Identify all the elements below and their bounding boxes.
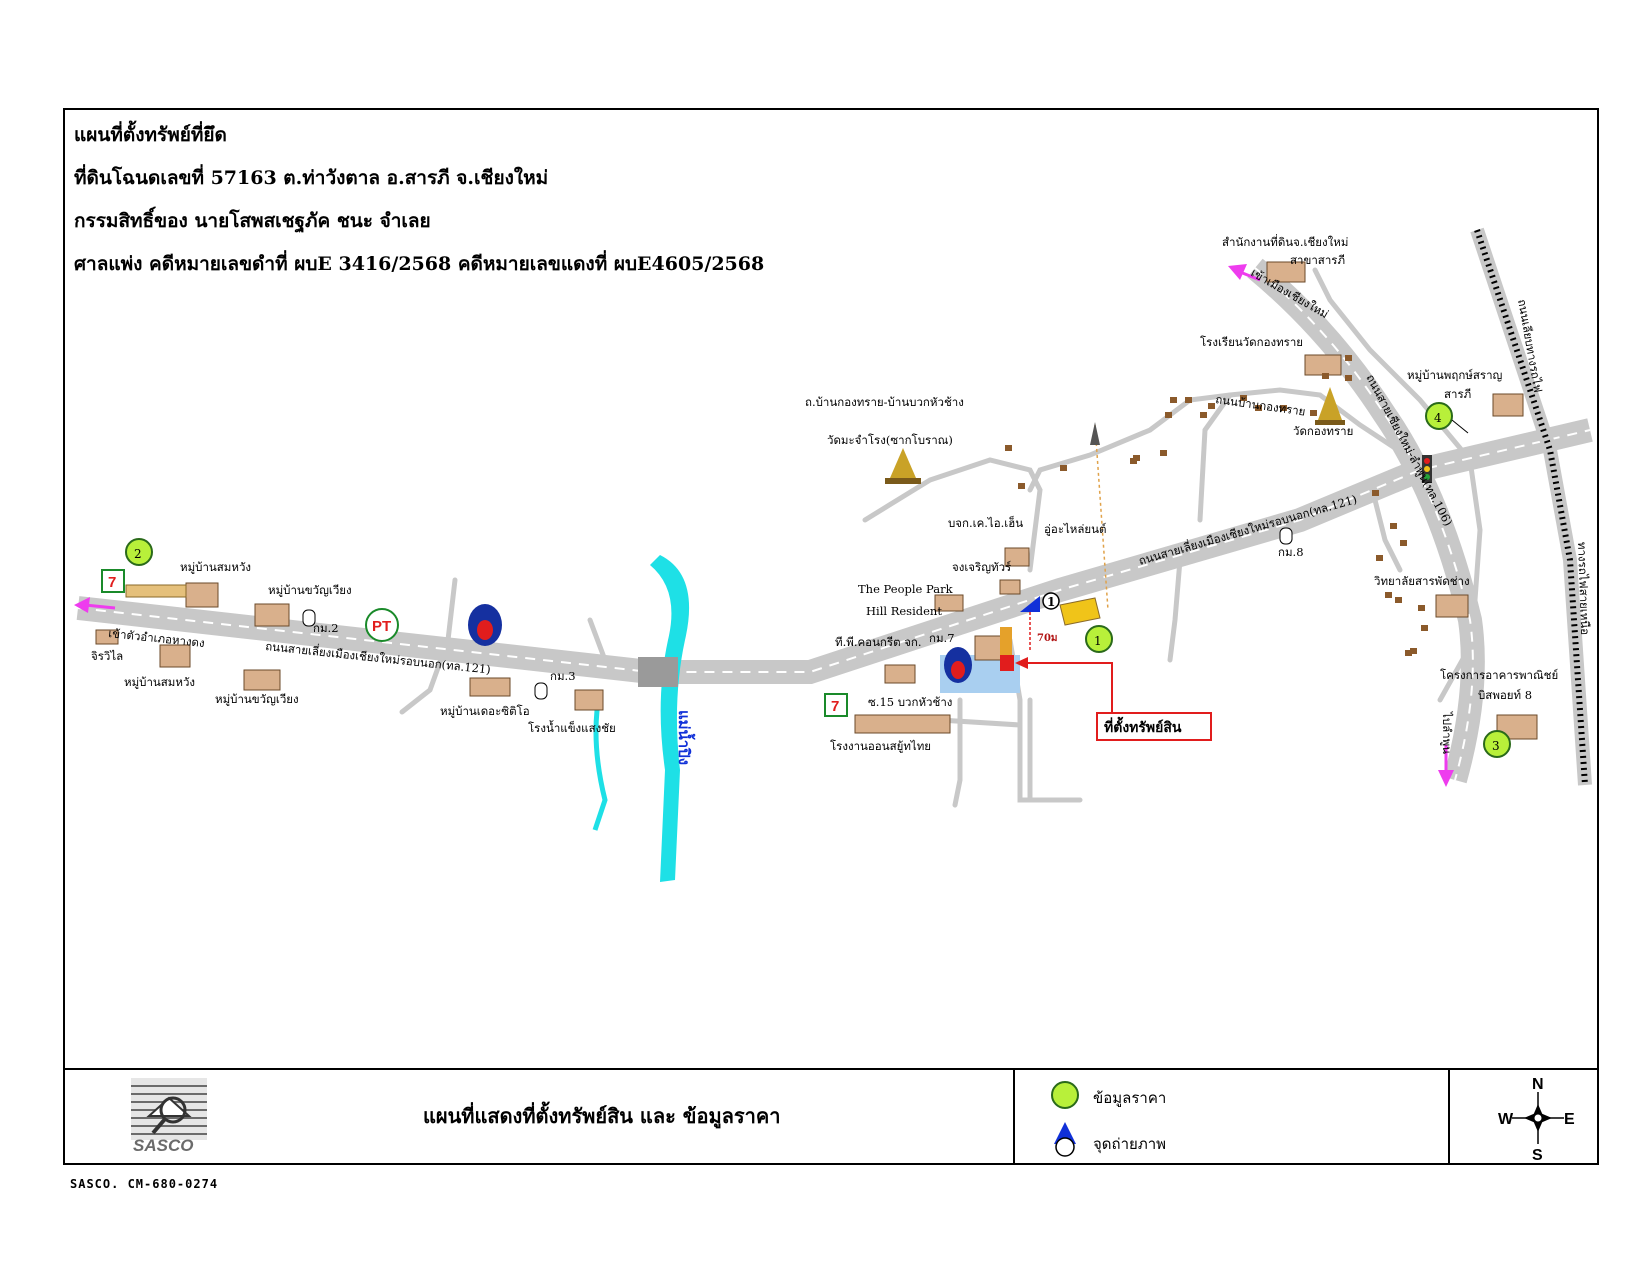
property-marker-icon [1000, 627, 1014, 671]
header-line-4: ศาลแพ่ง คดีหมายเลขดำที่ ผบE 3416/2568 คด… [74, 253, 765, 275]
railway-line [1470, 227, 1592, 786]
property-pointer [1015, 657, 1113, 713]
legend-divider-1 [1013, 1070, 1015, 1165]
property-label: ที่ตั้งทรัพย์สิน [1104, 716, 1182, 736]
place-land-office-1: สำนักงานที่ดินจ.เชียงใหม่ [1222, 234, 1348, 249]
temple-icon [885, 448, 921, 484]
house-markers [1005, 355, 1428, 656]
price-point-4: 4 [1425, 402, 1469, 434]
photo-point-icon [1054, 1122, 1076, 1144]
place-ban-the-city: หมู่บ้านเดอะซิติโอ [440, 704, 530, 718]
place-pruksa-1: หมู่บ้านพฤกษ์สราญ [1407, 368, 1503, 382]
fuel-station-icon [468, 604, 502, 646]
road-label-highway-121-east: ถนนสายเลี่ยงเมืองเชียงใหม่รอบนอก(ทล.121) [1137, 491, 1359, 568]
header-line-1: แผนที่ตั้งทรัพย์ที่ยึด [74, 124, 227, 146]
legend-divider-2 [1448, 1070, 1450, 1165]
km-marker-icons [302, 527, 1293, 700]
photo-point-number: 1 [1047, 595, 1055, 609]
seven-eleven-icon-2: 7 [824, 693, 848, 717]
place-ban-som-wang-2: หมู่บ้านสมหวัง [124, 675, 195, 689]
svg-text:7: 7 [108, 574, 116, 591]
price-point-1: 1 [1085, 625, 1113, 653]
place-commercial-1: โครงการอาคารพาณิชย์ [1440, 668, 1558, 682]
location-map: 7 7 PT 1 2 1 3 4 เข้าตัวอำเภอหางดง ถนนสา… [74, 227, 1593, 882]
place-people-park-2: Hill Resident [866, 604, 942, 618]
row-house-icon [1059, 597, 1101, 626]
document-id: SASCO. CM-680-0274 [70, 1177, 219, 1191]
place-people-park-1: The People Park [858, 582, 954, 596]
legend-price-info: ข้อมูลราคา [1093, 1089, 1167, 1107]
road-label-railway: ทางรถไฟสายเหนือ [1575, 542, 1592, 636]
place-ice-factory: โรงน้ำแข็งแสงชัย [528, 720, 616, 735]
direction-arrow-chiangmai-icon [1228, 264, 1261, 282]
building-icons [95, 261, 1538, 740]
compass-w: W [1498, 1111, 1514, 1128]
place-pruksa-2: สารภี [1444, 387, 1471, 401]
price-point-2: 2 [125, 538, 153, 566]
power-tower-icon [1090, 422, 1109, 611]
compass-e: E [1564, 1111, 1575, 1128]
place-college: วิทยาลัยสารพัดช่าง [1373, 574, 1469, 588]
place-concrete: ที.พี.คอนกรีต จก. [835, 635, 922, 649]
price-info-icon [1051, 1081, 1079, 1109]
legend-title: แผนที่แสดงที่ตั้งทรัพย์สิน และ ข้อมูลราค… [423, 1104, 781, 1128]
km-3-label: กม.3 [550, 669, 576, 683]
place-jong-charoen: จงเจริญทัวร์ [952, 560, 1011, 574]
direction-arrow-lamphun-icon [1438, 745, 1454, 787]
stream [592, 689, 608, 831]
river-label: แม่น้ำปิง [675, 710, 696, 765]
bridge [638, 657, 678, 687]
place-wat-ma: วัดมะจำโรง(ซากโบราณ) [827, 433, 953, 447]
place-land-office-2: สาขาสารภี [1290, 253, 1345, 267]
compass-n: N [1532, 1076, 1544, 1093]
ping-river [650, 555, 690, 882]
place-ban-som-wang-1: หมู่บ้านสมหวัง [180, 560, 251, 574]
traffic-light-icon [1422, 455, 1432, 483]
svg-text:3: 3 [1492, 739, 1500, 753]
legend-icons [1051, 1081, 1079, 1157]
km-7-label: กม.7 [929, 631, 955, 645]
place-ban-khwan-wiang-2: หมู่บ้านขวัญเวียง [215, 692, 299, 706]
compass-s: S [1532, 1147, 1543, 1162]
svg-text:PT: PT [372, 618, 391, 635]
place-wat-kong-sai: วัดกองทราย [1293, 424, 1353, 438]
seven-eleven-icon: 7 [101, 569, 125, 593]
header-line-2: ที่ดินโฉนดเลขที่ 57163 ต.ท่าวังตาล อ.สาร… [74, 167, 549, 189]
fence [125, 584, 187, 598]
sasco-logo-text: SASCO [133, 1136, 194, 1155]
property-label-box [1096, 712, 1212, 741]
place-jiravilai: จิรวิไล [91, 649, 123, 663]
road-label-to-lamphun: ไปลำพูน [1440, 711, 1454, 754]
place-ban-khwan-wiang-1: หมู่บ้านขวัญเวียง [268, 583, 352, 597]
legend-bar: SASCO แผนที่แสดงที่ตั้งทรัพย์สิน และ ข้อ… [63, 1068, 1599, 1165]
photo-point-arrow-icon: 1 [1020, 592, 1060, 612]
sasco-logo-icon [131, 1078, 207, 1140]
compass-rose-icon: N S E W [1498, 1076, 1575, 1162]
pt-station-icon: PT [365, 608, 399, 642]
svg-text:1: 1 [1094, 634, 1102, 648]
header-line-3: กรรมสิทธิ์ของ นายโสพสเชฐภัค ชนะ จำเลย [74, 210, 431, 232]
km-8-label: กม.8 [1278, 545, 1304, 559]
road-label-ban-kong-sai: ถนนบ้านกองทราย [1215, 392, 1307, 418]
road-label-soi-15: ซ.15 บวกหัวช้าง [868, 695, 952, 709]
legend-photo-point: จุดถ่ายภาพ [1093, 1135, 1167, 1153]
place-school: โรงเรียนวัดกองทราย [1200, 335, 1303, 349]
price-point-3: 3 [1483, 730, 1511, 758]
direction-arrow-west-icon [74, 597, 116, 613]
road-label-ban-kong-sai-soi: ถ.บ้านกองทราย-บ้านบวกหัวช้าง [805, 395, 964, 409]
km-2-label: กม.2 [313, 621, 339, 635]
highway-121 [76, 418, 1593, 684]
svg-text:4: 4 [1434, 411, 1442, 425]
distance-label: 70ม [1037, 633, 1058, 644]
svg-text:7: 7 [831, 698, 839, 715]
place-commercial-2: บิสพอยท์ 8 [1478, 688, 1532, 702]
fuel-station-icon-2 [944, 647, 972, 683]
place-aon-warehouse: โรงงานออนสยู้ทไทย [830, 739, 931, 753]
svg-text:2: 2 [134, 547, 142, 561]
map-frame [63, 108, 1599, 1165]
place-bjc: บจก.เค.ไอ.เฮ็น [948, 515, 1023, 530]
temple-icon-2 [1315, 387, 1345, 425]
place-auto-parts: อู่อะไหล่ยนต์ [1044, 522, 1106, 536]
